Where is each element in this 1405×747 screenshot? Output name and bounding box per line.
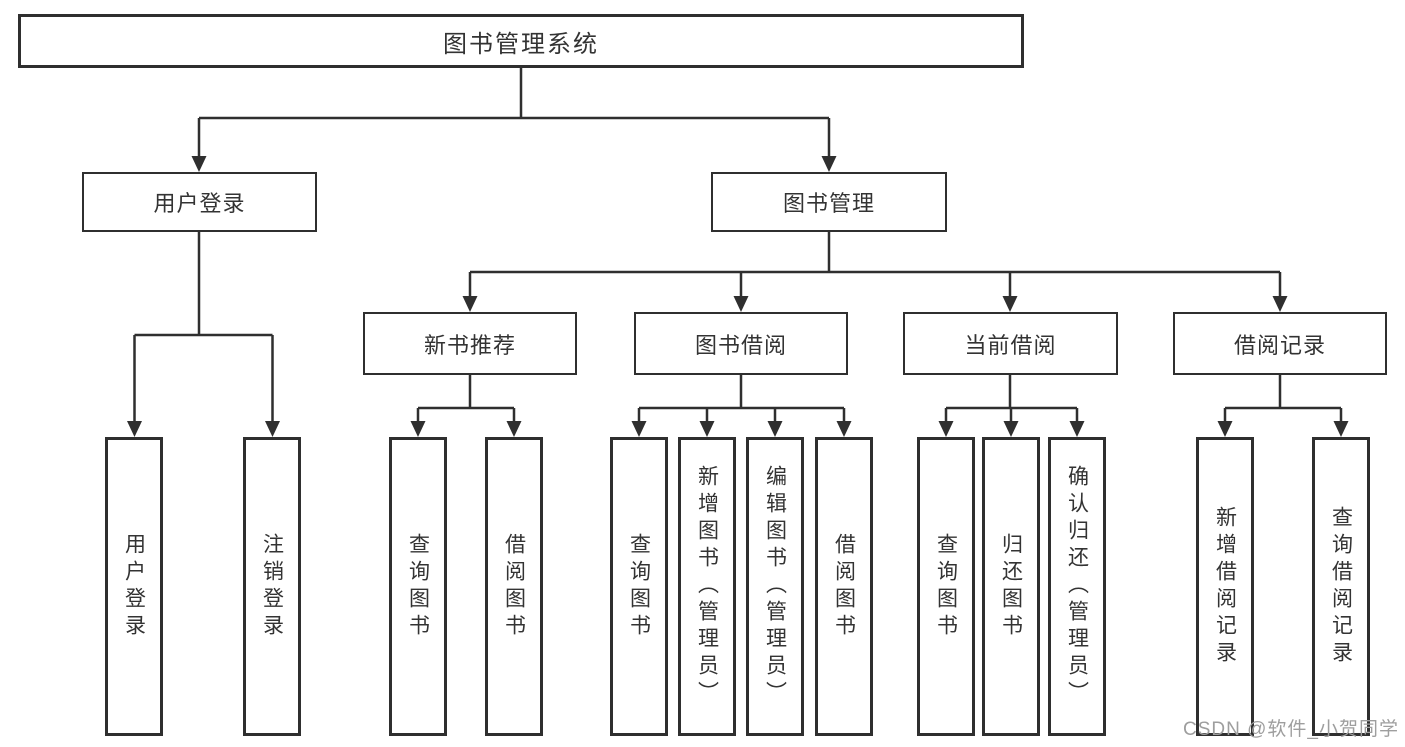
node-book-borrowing: 图书借阅 [634,312,848,375]
node-new-book-recommend: 新书推荐 [363,312,577,375]
leaf-user-login: 用户登录 [105,437,163,736]
leaf-query-books-borrowing: 查询图书 [610,437,668,736]
node-borrowing-records: 借阅记录 [1173,312,1387,375]
leaf-logout: 注销登录 [243,437,301,736]
csdn-watermark: CSDN @软件_小贺同学 [1183,719,1399,740]
leaf-return-books: 归还图书 [982,437,1040,736]
leaf-confirm-return-admin: 确认归还（管理员） [1048,437,1106,736]
leaf-add-borrow-record: 新增借阅记录 [1196,437,1254,736]
leaf-query-books-current: 查询图书 [917,437,975,736]
node-library-system: 图书管理系统 [18,14,1024,68]
leaf-query-books-recommend: 查询图书 [389,437,447,736]
leaf-query-borrow-record: 查询借阅记录 [1312,437,1370,736]
node-user-login: 用户登录 [82,172,317,232]
leaf-add-books-admin: 新增图书（管理员） [678,437,736,736]
node-current-borrowing: 当前借阅 [903,312,1118,375]
leaf-borrow-books-recommend: 借阅图书 [485,437,543,736]
node-book-management: 图书管理 [711,172,947,232]
leaf-edit-books-admin: 编辑图书（管理员） [746,437,804,736]
leaf-borrow-books: 借阅图书 [815,437,873,736]
